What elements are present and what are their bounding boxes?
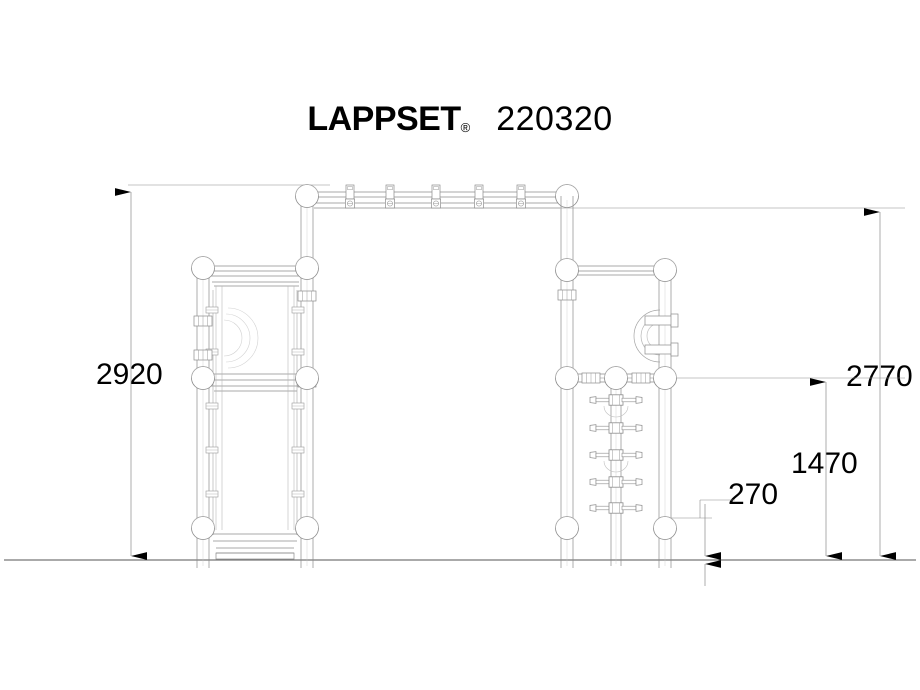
top-beam [295,184,579,209]
beam-hangers [344,184,527,209]
right-frame [555,196,679,568]
bottom-steps [213,533,297,560]
dimension-label-270: 270 [728,478,779,511]
left-tower [191,196,319,568]
arc-bracket [633,309,679,363]
extension-lines [128,184,905,519]
curved-panel [223,307,259,369]
registered-trademark-icon: ® [460,120,471,135]
grip-accent-arcs [603,405,629,473]
model-code: 220320 [496,100,613,138]
title-block: LAPPSET® 220320 [0,100,920,139]
brand-name: LAPPSET [307,100,461,138]
